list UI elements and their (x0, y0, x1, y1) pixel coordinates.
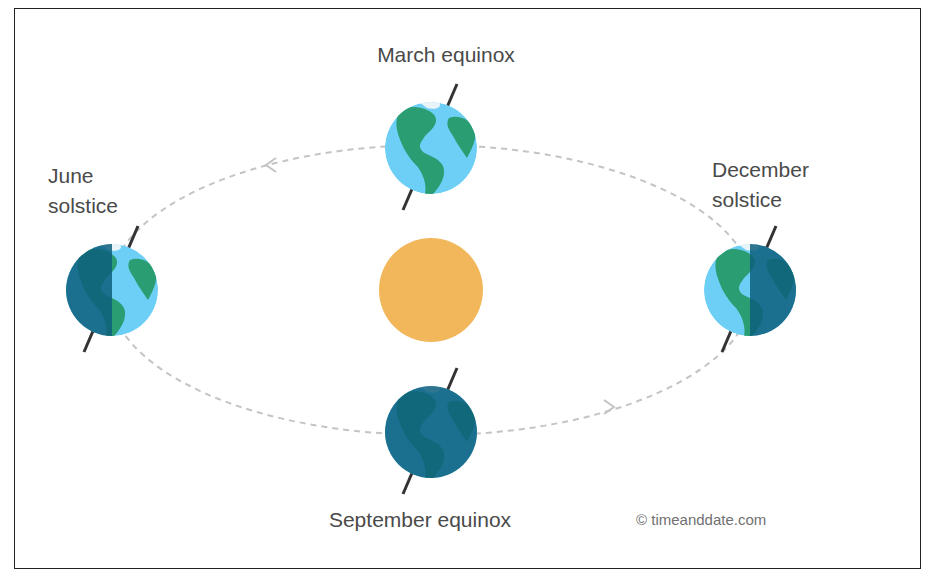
season-label: March equinox (346, 40, 546, 70)
sun (379, 238, 483, 342)
earth-june (66, 226, 158, 352)
season-label: June solstice (48, 161, 148, 221)
orbit-arrow (604, 400, 614, 414)
season-label: December solstice (712, 155, 842, 215)
frame (15, 9, 921, 569)
credit-note: © timeanddate.com (636, 510, 836, 530)
season-label: September equinox (320, 505, 520, 535)
orbit-arrow (266, 158, 276, 172)
earth-march (385, 84, 477, 210)
earth-december (704, 226, 796, 352)
earth-september (385, 368, 477, 494)
